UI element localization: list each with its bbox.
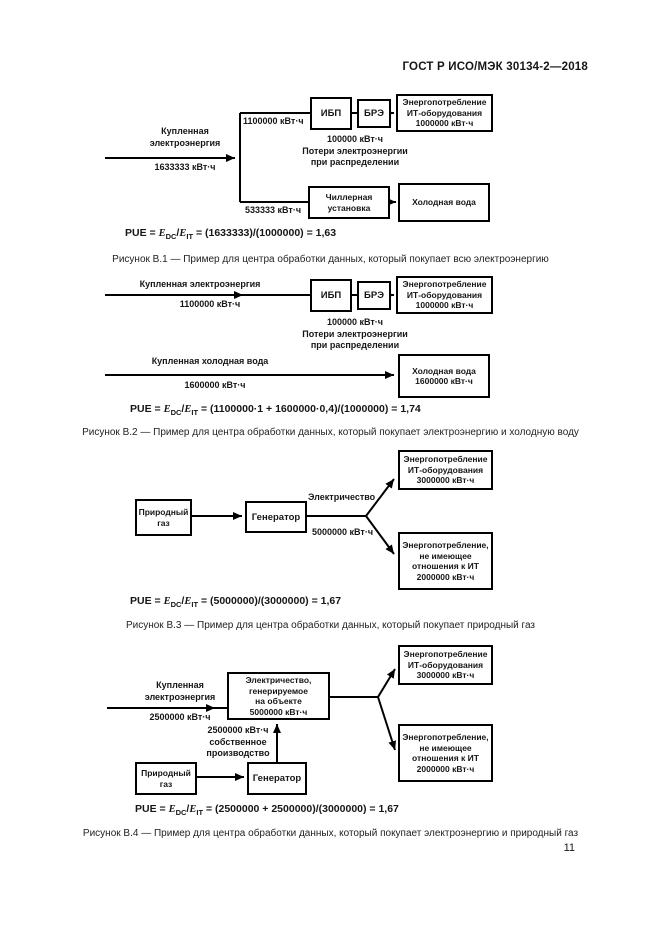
fig4-natural-gas-box: Природный газ: [135, 762, 197, 795]
fig2-caption: Рисунок В.2 — Пример для центра обработк…: [82, 427, 579, 438]
fig1-purchased-power-label: Купленная электроэнергия: [149, 126, 221, 148]
fig1-connector-lines: [105, 109, 396, 206]
formula-pue-label: PUE =: [130, 403, 164, 415]
page-number: 11: [563, 842, 575, 854]
fig1-pue-formula: PUE = EDC/EIT = (1633333)/(1000000) = 1,…: [125, 227, 336, 241]
formula-pue-label: PUE =: [135, 803, 169, 815]
formula-result: = (2500000 + 2500000)/(3000000) = 1,67: [203, 803, 399, 815]
fig4-onsite-electricity-box: Электричество, генерируемое на объекте 5…: [227, 672, 330, 720]
fig2-pdu-box: БРЭ: [357, 281, 391, 310]
formula-result: = (5000000)/(3000000) = 1,67: [198, 595, 342, 607]
fig1-chiller-branch-value: 533333 кВт·ч: [245, 205, 302, 215]
fig1-ups-box: ИБП: [310, 97, 352, 130]
fig2-distribution-losses-note: 100000 кВт·ч Потери электроэнергии при р…: [302, 317, 408, 350]
fig3-non-it-load-box: Энергопотребление, не имеющее отношения …: [398, 532, 493, 590]
fig4-purchased-power-value: 2500000 кВт·ч: [149, 712, 211, 722]
page-header-standard-number: ГОСТ Р ИСО/МЭК 30134-2—2018: [402, 61, 588, 73]
fig3-natural-gas-box: Природный газ: [135, 499, 192, 536]
formula-slash: /: [186, 803, 190, 815]
fig1-ups-branch-value: 1100000 кВт·ч: [243, 116, 304, 126]
fig1-it-load-box: Энергопотребление ИТ-оборудования 100000…: [396, 94, 493, 132]
fig2-purchased-water-value: 1600000 кВт·ч: [184, 380, 246, 390]
fig2-pue-formula: PUE = EDC/EIT = (1100000·1 + 1600000·0,4…: [130, 403, 421, 417]
formula-slash: /: [181, 403, 185, 415]
formula-result: = (1633333)/(1000000) = 1,63: [193, 227, 337, 239]
fig2-it-load-box: Энергопотребление ИТ-оборудования 100000…: [396, 276, 493, 314]
formula-result: = (1100000·1 + 1600000·0,4)/(1000000) = …: [198, 403, 421, 415]
fig1-chiller-box: Чиллерная установка: [308, 186, 390, 219]
formula-e-it: EIT: [184, 596, 199, 610]
formula-e-dc: EDC: [168, 804, 187, 818]
fig4-non-it-load-box: Энергопотребление, не имеющее отношения …: [398, 724, 493, 782]
fig1-caption: Рисунок В.1 — Пример для центра обработк…: [112, 254, 549, 265]
formula-slash: /: [176, 227, 180, 239]
fig2-purchased-power-label: Купленная электроэнергия: [139, 279, 261, 289]
formula-e-it: EIT: [189, 804, 204, 818]
fig3-pue-formula: PUE = EDC/EIT = (5000000)/(3000000) = 1,…: [130, 595, 341, 609]
fig1-chilled-water-box: Холодная вода: [398, 183, 490, 222]
formula-slash: /: [181, 595, 185, 607]
fig2-purchased-power-value: 1100000 кВт·ч: [179, 299, 241, 309]
fig3-generator-box: Генератор: [245, 501, 307, 533]
formula-pue-label: PUE =: [130, 595, 164, 607]
formula-e-it: EIT: [179, 228, 194, 242]
fig1-purchased-power-value: 1633333 кВт·ч: [154, 162, 216, 172]
fig4-purchased-power-label: Купленная электроэнергия: [144, 680, 216, 702]
fig3-connector-lines: [192, 478, 395, 555]
formula-e-it: EIT: [184, 404, 199, 418]
fig4-own-production-note: 2500000 кВт·ч собственное производство: [206, 725, 270, 758]
fig4-pue-formula: PUE = EDC/EIT = (2500000 + 2500000)/(300…: [135, 803, 399, 817]
fig2-ups-box: ИБП: [310, 279, 352, 312]
fig4-connector-lines: [107, 668, 397, 781]
fig4-it-load-box: Энергопотребление ИТ-оборудования 300000…: [398, 645, 493, 685]
formula-pue-label: PUE =: [125, 227, 159, 239]
fig2-chilled-water-box: Холодная вода 1600000 кВт·ч: [398, 354, 490, 398]
formula-e-dc: EDC: [158, 228, 177, 242]
formula-e-dc: EDC: [163, 404, 182, 418]
fig3-it-load-box: Энергопотребление ИТ-оборудования 300000…: [398, 450, 493, 490]
formula-e-dc: EDC: [163, 596, 182, 610]
fig3-electricity-label: Электричество: [308, 492, 376, 502]
fig1-pdu-box: БРЭ: [357, 99, 391, 128]
fig3-electricity-value: 5000000 кВт·ч: [312, 527, 374, 537]
fig3-caption: Рисунок В.3 — Пример для центра обработк…: [125, 620, 536, 631]
fig2-purchased-water-label: Купленная холодная вода: [151, 356, 269, 366]
fig2-connector-lines: [105, 291, 394, 379]
fig4-generator-box: Генератор: [247, 762, 307, 795]
fig4-caption: Рисунок В.4 — Пример для центра обработк…: [82, 828, 579, 839]
fig1-distribution-losses-note: 100000 кВт·ч Потери электроэнергии при р…: [302, 134, 408, 167]
